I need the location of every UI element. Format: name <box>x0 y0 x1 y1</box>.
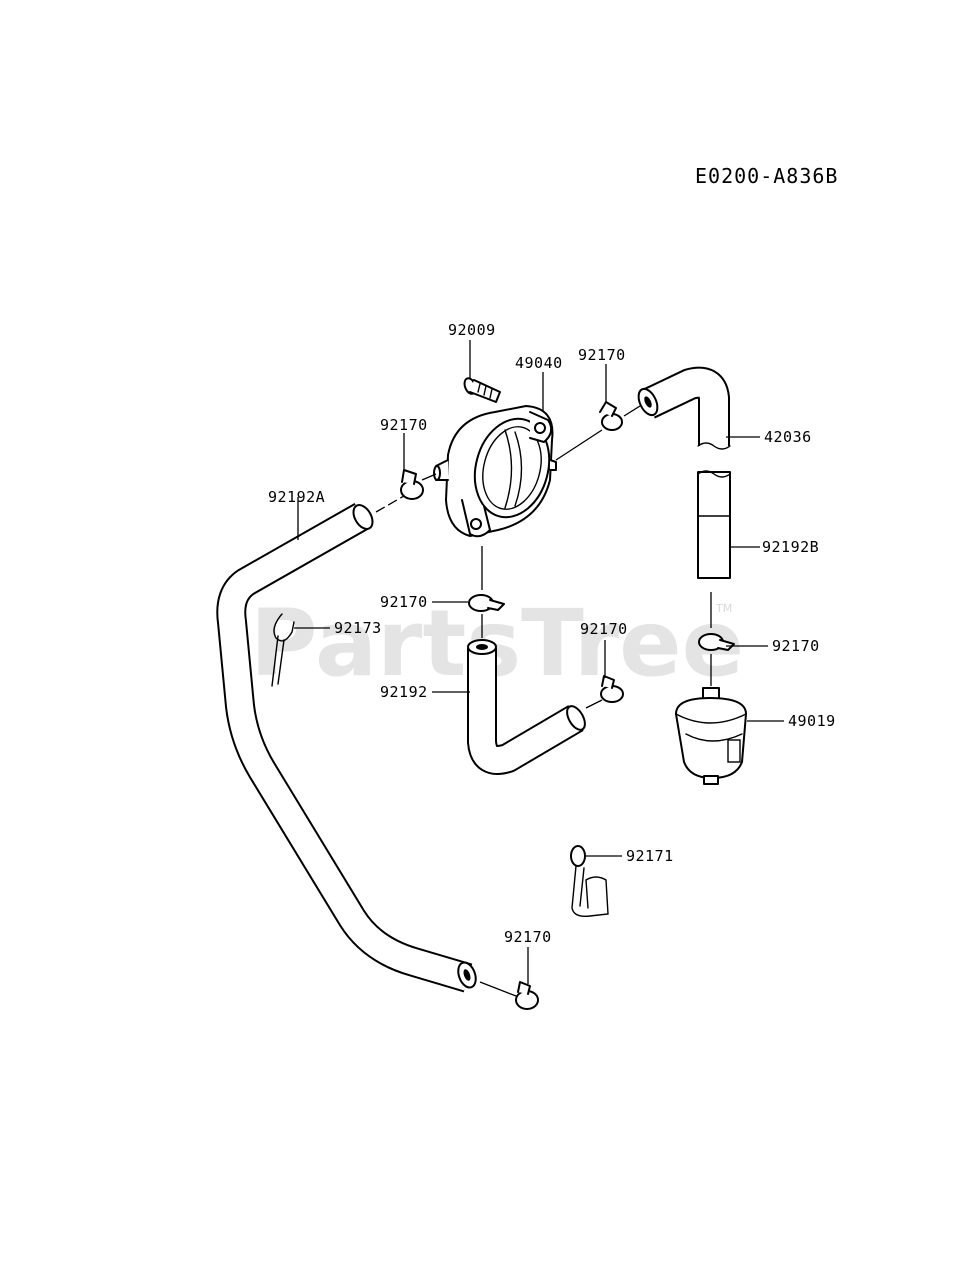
label-42036: 42036 <box>764 428 812 446</box>
label-49019: 49019 <box>788 712 836 730</box>
hose-92192A[interactable] <box>216 502 479 993</box>
clamp-92170-f[interactable] <box>515 981 539 1010</box>
label-92173: 92173 <box>334 619 382 637</box>
label-92171: 92171 <box>626 847 674 865</box>
label-92192A: 92192A <box>268 488 325 506</box>
bolt-92009[interactable] <box>463 377 501 403</box>
label-92009: 92009 <box>448 321 496 339</box>
hose-92192B[interactable] <box>697 470 731 579</box>
label-92170-left: 92170 <box>380 416 428 434</box>
label-92170-center: 92170 <box>580 620 628 638</box>
watermark-trademark: TM <box>715 602 732 615</box>
diagram-code: E0200-A836B <box>695 164 838 188</box>
fuel-filter-49019[interactable] <box>675 687 747 785</box>
label-92170-top: 92170 <box>578 346 626 364</box>
leader-lines <box>294 340 784 997</box>
clamp-92170-d[interactable] <box>468 594 505 612</box>
label-92170-right: 92170 <box>772 637 820 655</box>
fuel-pump-49040[interactable] <box>433 405 560 538</box>
clamp-92170-c[interactable] <box>400 469 424 500</box>
label-49040: 49040 <box>515 354 563 372</box>
hose-42036[interactable] <box>635 366 731 450</box>
label-92192B: 92192B <box>762 538 819 556</box>
label-92170-bottom: 92170 <box>504 928 552 946</box>
label-92170-mid: 92170 <box>380 593 428 611</box>
clamp-92170-b[interactable] <box>698 633 735 651</box>
clamp-92170-e[interactable] <box>600 675 624 703</box>
label-92192: 92192 <box>380 683 428 701</box>
clip-92173[interactable] <box>271 613 295 687</box>
hose-92192[interactable] <box>467 639 589 775</box>
clamp-92170-a[interactable] <box>599 401 623 431</box>
clamp-92171[interactable] <box>570 845 609 918</box>
